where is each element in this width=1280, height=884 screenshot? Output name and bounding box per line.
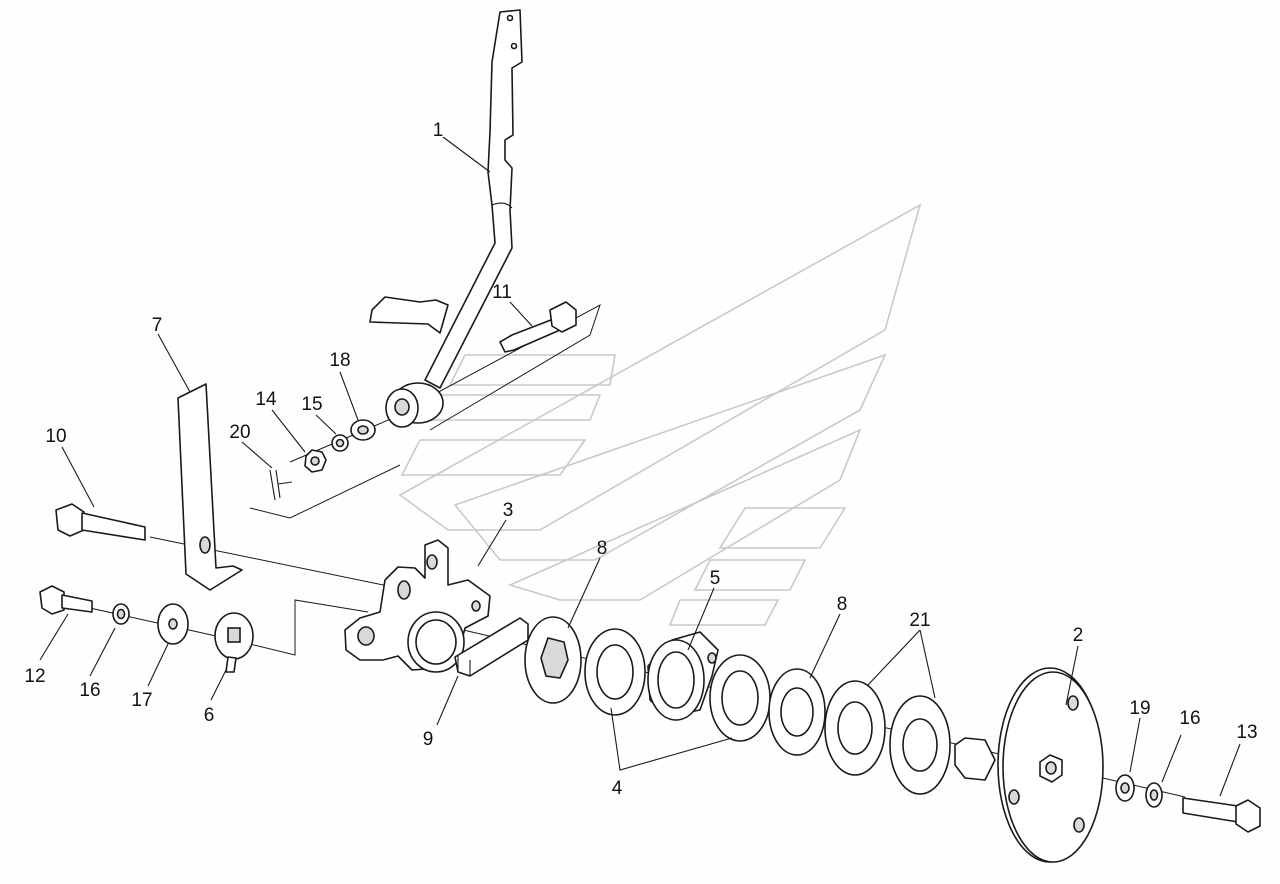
washer-part-21-first (824, 680, 886, 776)
callout-8-first: 8 (597, 538, 608, 559)
callout-21: 21 (909, 610, 930, 631)
hub-disc-part-2 (954, 667, 1104, 863)
bolt-part-10 (55, 503, 146, 541)
spring-washer-part-16-right (1145, 782, 1163, 808)
bolt-part-11 (499, 301, 577, 353)
callout-5: 5 (710, 568, 721, 589)
housing-part-3 (344, 539, 491, 673)
callout-16-left: 16 (79, 680, 100, 701)
friction-disc-part-4-second (709, 654, 771, 742)
callout-6: 6 (204, 705, 215, 726)
callout-16-right: 16 (1179, 708, 1200, 729)
callout-13: 13 (1236, 722, 1257, 743)
washer-part-18 (350, 419, 376, 441)
callout-4: 4 (612, 778, 623, 799)
callout-labels: 1 2 3 4 5 6 7 8 8 9 10 11 12 13 14 15 16… (24, 120, 1257, 799)
lock-plate-part-6 (214, 612, 254, 673)
washer-part-21-second (889, 695, 951, 795)
washer-part-15 (331, 434, 349, 452)
callout-8-second: 8 (837, 594, 848, 615)
callout-20: 20 (229, 422, 250, 443)
bolt-part-13 (1182, 797, 1261, 833)
plate-part-8-first (524, 616, 582, 704)
bolt-part-12 (39, 585, 93, 615)
callout-1: 1 (433, 120, 444, 141)
spring-washer-part-16-left (112, 603, 130, 625)
callout-2: 2 (1073, 625, 1084, 646)
callout-10: 10 (45, 426, 66, 447)
plate-part-8-second (768, 668, 826, 756)
callout-19: 19 (1129, 698, 1150, 719)
tab-plate-part-5 (647, 631, 719, 721)
cotter-pin-part-20 (269, 469, 293, 501)
lever-part-1 (369, 9, 523, 428)
leader-lines (39, 136, 1241, 797)
friction-disc-part-4-first (584, 628, 646, 716)
callout-11: 11 (492, 282, 512, 303)
bracket-part-7 (177, 383, 243, 591)
callout-3: 3 (503, 500, 514, 521)
callout-18: 18 (329, 350, 350, 371)
callout-17: 17 (131, 690, 152, 711)
washer-part-17 (157, 603, 189, 645)
callout-12: 12 (24, 666, 45, 687)
callout-14: 14 (255, 389, 277, 410)
callout-7: 7 (152, 315, 163, 336)
watermark-logo (398, 203, 922, 626)
castle-nut-part-14 (304, 449, 327, 473)
washer-part-19 (1115, 774, 1135, 802)
callout-9: 9 (423, 729, 434, 750)
callout-15: 15 (301, 394, 322, 415)
